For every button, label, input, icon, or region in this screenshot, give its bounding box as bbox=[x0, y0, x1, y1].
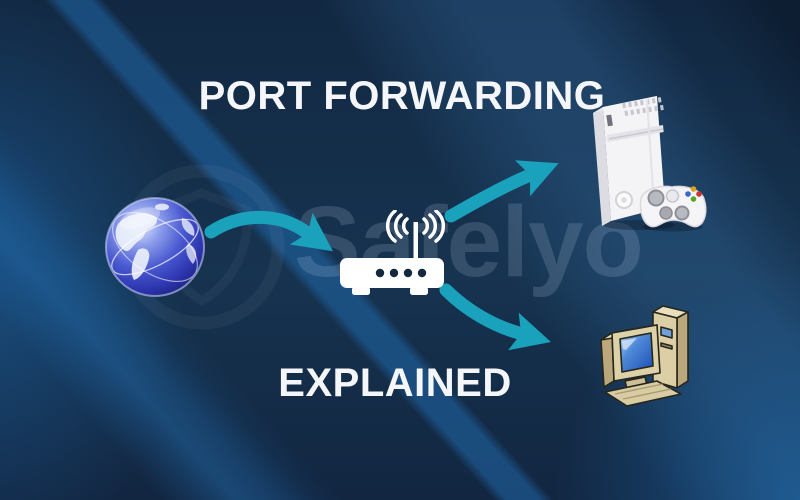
arrow-router-to-computer-icon bbox=[439, 283, 551, 351]
xbox-console-icon bbox=[593, 96, 707, 232]
arrow-internet-to-router-icon bbox=[204, 210, 333, 252]
main-title: PORT FORWARDING bbox=[198, 74, 606, 118]
wifi-router-icon bbox=[340, 210, 446, 295]
desktop-computer-icon bbox=[600, 305, 689, 407]
subtitle: EXPLAINED bbox=[278, 361, 512, 405]
globe-icon bbox=[105, 197, 205, 297]
arrow-router-to-console-icon bbox=[444, 160, 559, 223]
